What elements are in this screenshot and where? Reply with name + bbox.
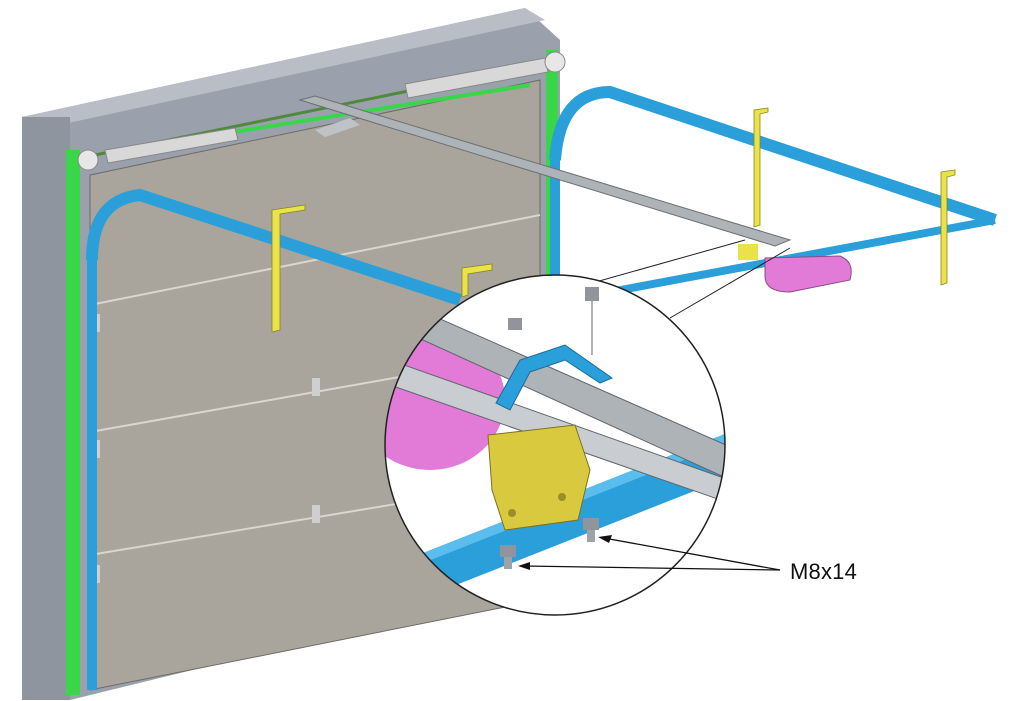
opener-rail <box>298 95 792 247</box>
blue-track-right <box>549 85 997 296</box>
opener-motor <box>738 244 852 293</box>
bolt <box>500 287 599 569</box>
yellow-hanger <box>271 107 956 333</box>
bolt-size-label: M8x14 <box>790 559 858 584</box>
blue-track-left <box>86 188 462 690</box>
callout-arrows <box>518 535 781 571</box>
zoom-leader-lines <box>584 239 791 319</box>
zoom-detail-circle <box>384 274 726 616</box>
